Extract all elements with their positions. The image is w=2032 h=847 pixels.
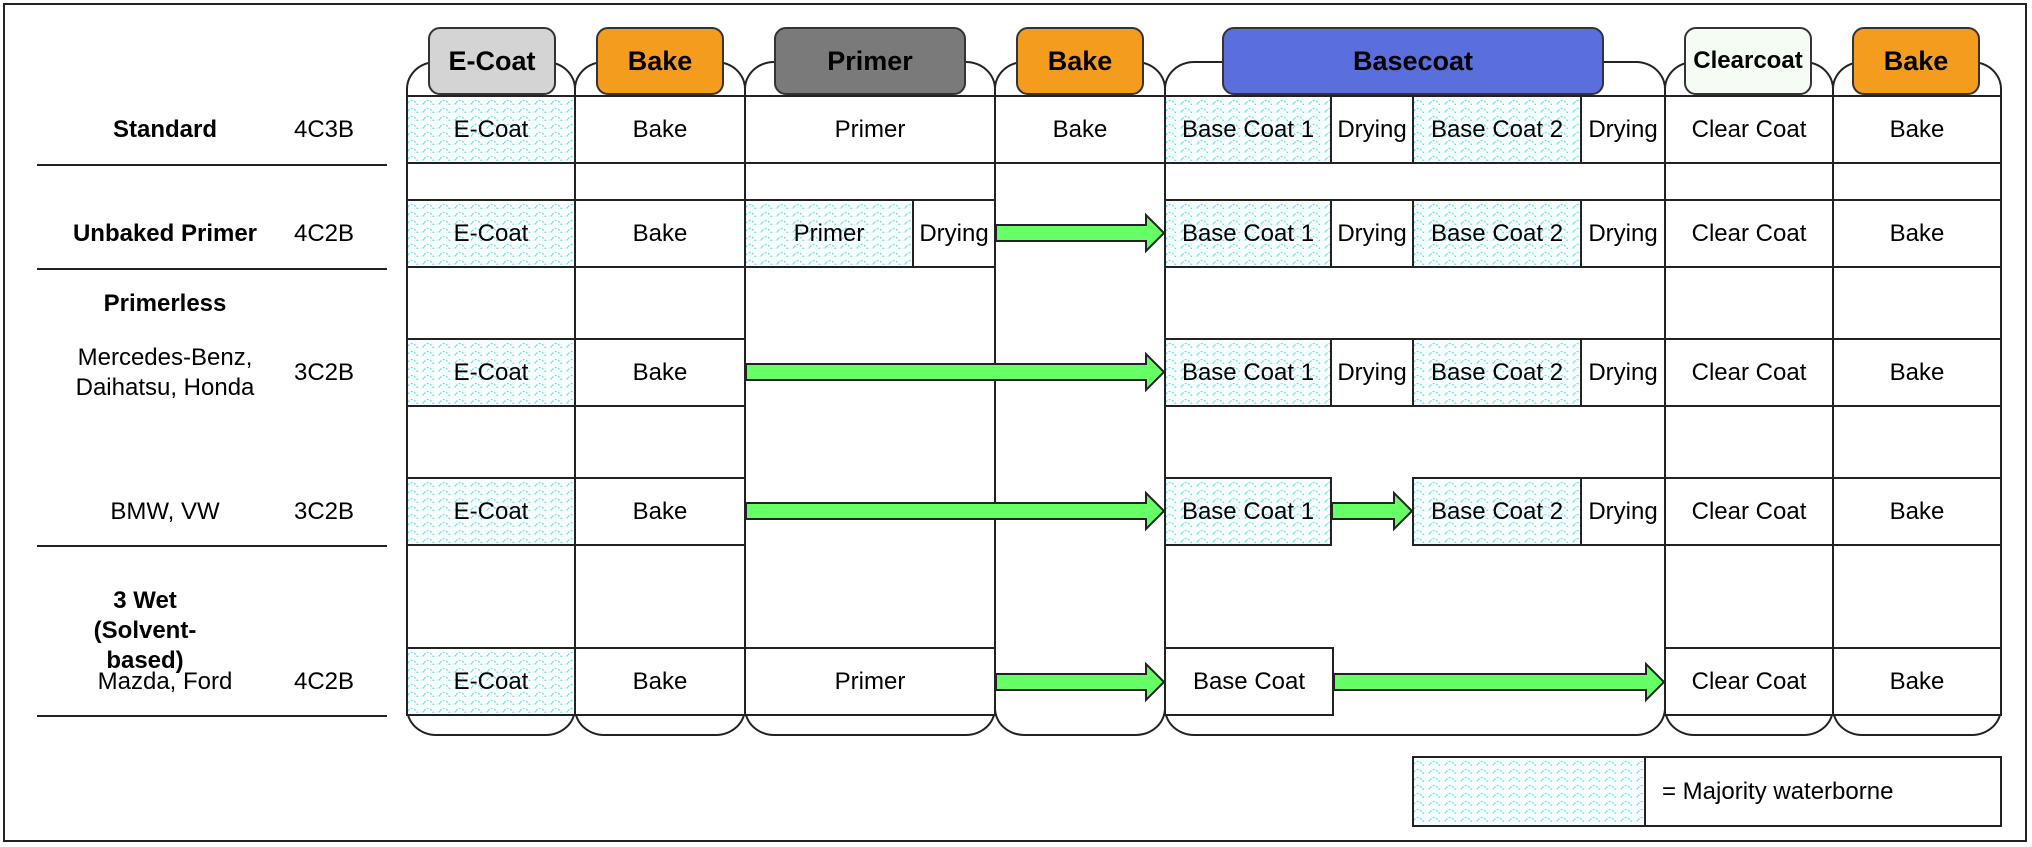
cell-clear-coat: Clear Coat xyxy=(1664,647,1834,716)
cell-base-coat-2: Base Coat 2 xyxy=(1412,199,1582,268)
cell-ecoat: E-Coat xyxy=(406,199,576,268)
row-name-standard: Standard xyxy=(112,116,217,143)
cell-base-coat-2: Base Coat 2 xyxy=(1412,477,1582,546)
cell-base-coat-2: Base Coat 2 xyxy=(1412,95,1582,164)
skip-arrow xyxy=(1333,661,1666,703)
cell-bake: Bake xyxy=(1832,338,2002,407)
cell-drying: Drying xyxy=(1330,199,1414,268)
row-name-mazda-ford: Mazda, Ford xyxy=(97,668,233,695)
cell-drying: Drying xyxy=(1580,95,1666,164)
row-separator xyxy=(37,715,387,717)
cell-bake: Bake xyxy=(574,95,746,164)
skip-arrow xyxy=(1331,490,1414,532)
skip-arrow xyxy=(745,490,1166,532)
row-separator xyxy=(37,164,387,166)
skip-arrow xyxy=(995,212,1166,254)
row-separator xyxy=(37,545,387,547)
diagram-frame xyxy=(3,3,2027,842)
header-ecoat: E-Coat xyxy=(428,27,556,95)
header-bake-2: Bake xyxy=(1016,27,1144,95)
cell-drying: Drying xyxy=(1580,199,1666,268)
cell-clear-coat: Clear Coat xyxy=(1664,477,1834,546)
row-code-unbaked-primer: 4C2B xyxy=(293,220,355,247)
cell-base-coat-2: Base Coat 2 xyxy=(1412,338,1582,407)
header-basecoat: Basecoat xyxy=(1222,27,1604,95)
cell-clear-coat: Clear Coat xyxy=(1664,199,1834,268)
cell-bake: Bake xyxy=(574,477,746,546)
row-name-unbaked-primer: Unbaked Primer xyxy=(72,220,258,247)
skip-arrow xyxy=(995,661,1166,703)
cell-ecoat: E-Coat xyxy=(406,647,576,716)
cell-base-coat-1: Base Coat 1 xyxy=(1164,199,1332,268)
row-code-bmw-vw: 3C2B xyxy=(293,498,355,525)
cell-ecoat: E-Coat xyxy=(406,95,576,164)
header-clearcoat: Clearcoat xyxy=(1684,27,1812,95)
group-label-primerless: Primerless xyxy=(103,290,227,317)
cell-bake: Bake xyxy=(994,95,1166,164)
row-code-standard: 4C3B xyxy=(293,116,355,143)
cell-bake: Bake xyxy=(1832,647,2002,716)
cell-base-coat-1: Base Coat 1 xyxy=(1164,338,1332,407)
row-name-mercedes-daihatsu-honda: Mercedes-Benz, Daihatsu, Honda xyxy=(75,344,255,401)
cell-bake: Bake xyxy=(574,647,746,716)
cell-bake: Bake xyxy=(1832,477,2002,546)
cell-base-coat-1: Base Coat 1 xyxy=(1164,95,1332,164)
skip-arrow xyxy=(745,351,1166,393)
header-bake-1: Bake xyxy=(596,27,724,95)
cell-bake: Bake xyxy=(1832,95,2002,164)
header-primer: Primer xyxy=(774,27,966,95)
cell-drying: Drying xyxy=(1580,338,1666,407)
cell-base-coat-1: Base Coat 1 xyxy=(1164,477,1332,546)
group-label-3-wet: 3 Wet (Solvent-based) xyxy=(93,587,197,674)
row-separator xyxy=(37,268,387,270)
row-name-bmw-vw: BMW, VW xyxy=(110,498,220,525)
legend-text: = Majority waterborne xyxy=(1644,756,2002,827)
cell-primer: Primer xyxy=(744,95,996,164)
cell-base-coat: Base Coat xyxy=(1164,647,1334,716)
cell-ecoat: E-Coat xyxy=(406,477,576,546)
row-code-mercedes-daihatsu-honda: 3C2B xyxy=(293,359,355,386)
header-bake-3: Bake xyxy=(1852,27,1980,95)
cell-clear-coat: Clear Coat xyxy=(1664,338,1834,407)
cell-clear-coat: Clear Coat xyxy=(1664,95,1834,164)
row-code-mazda-ford: 4C2B xyxy=(293,668,355,695)
cell-drying: Drying xyxy=(912,199,996,268)
legend-swatch xyxy=(1412,756,1646,827)
cell-bake: Bake xyxy=(1832,199,2002,268)
cell-drying: Drying xyxy=(1580,477,1666,546)
cell-ecoat: E-Coat xyxy=(406,338,576,407)
